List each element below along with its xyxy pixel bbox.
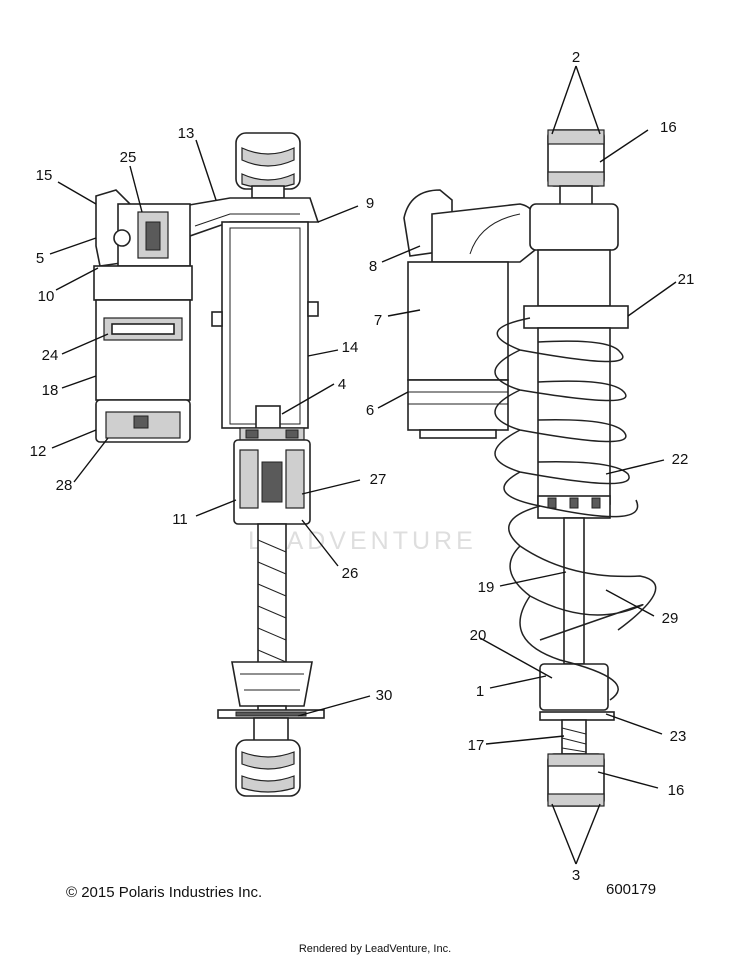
right-spring xyxy=(494,317,657,701)
callout-8: 8 xyxy=(369,258,377,275)
right-top-eyelet xyxy=(547,129,605,207)
right-body xyxy=(523,203,629,519)
callout-29: 29 xyxy=(662,610,679,627)
callout-30: 30 xyxy=(376,687,393,704)
left-shock-assembly xyxy=(93,132,325,797)
leader-lines xyxy=(49,65,677,865)
callout-4: 4 xyxy=(338,376,346,393)
right-shaft xyxy=(563,517,585,665)
right-lower-seat xyxy=(539,663,609,711)
right-bottom-eyelet xyxy=(547,719,605,807)
callout-10: 10 xyxy=(38,288,55,305)
callout-18: 18 xyxy=(42,382,59,399)
callout-1: 1 xyxy=(476,683,484,700)
callout-15: 15 xyxy=(36,167,53,184)
callout-20: 20 xyxy=(470,627,487,644)
callout-17: 17 xyxy=(468,737,485,754)
callout-21: 21 xyxy=(678,271,695,288)
diagram-id: 600179 xyxy=(606,881,657,898)
callout-26: 26 xyxy=(342,565,359,582)
callout-3: 3 xyxy=(572,867,580,884)
left-bottom-cone xyxy=(231,661,313,707)
callout-9: 9 xyxy=(366,195,374,212)
copyright-notice: © 2015 Polaris Industries Inc. xyxy=(66,884,263,901)
left-bottom-eyelet xyxy=(235,717,301,797)
callout-16-bottom: 16 xyxy=(668,782,685,799)
callout-27: 27 xyxy=(370,471,387,488)
callout-13: 13 xyxy=(178,125,195,142)
callout-7: 7 xyxy=(374,312,382,329)
callout-19: 19 xyxy=(478,579,495,596)
callout-11: 11 xyxy=(172,511,188,528)
callout-28: 28 xyxy=(56,477,73,494)
left-body-tube xyxy=(211,221,319,429)
callout-12: 12 xyxy=(30,443,47,460)
left-reservoir xyxy=(93,189,193,443)
callout-24: 24 xyxy=(42,347,59,364)
callout-5: 5 xyxy=(36,250,44,267)
right-reservoir xyxy=(403,189,541,439)
left-shaft xyxy=(257,523,287,665)
left-piston-assembly xyxy=(233,405,311,525)
callout-25: 25 xyxy=(120,149,137,166)
right-shock-assembly xyxy=(403,129,657,807)
callout-2: 2 xyxy=(572,49,580,66)
callout-23: 23 xyxy=(670,728,687,745)
rendered-by-credit: Rendered by LeadVenture, Inc. xyxy=(298,943,452,955)
callout-14: 14 xyxy=(342,339,359,356)
callout-16-top: 16 xyxy=(660,119,677,136)
callout-22: 22 xyxy=(672,451,689,468)
left-top-eyelet xyxy=(235,132,301,199)
callout-6: 6 xyxy=(366,402,374,419)
callout-numbers: 2 16 13 25 15 9 5 8 10 21 7 24 14 18 4 6… xyxy=(30,49,695,884)
